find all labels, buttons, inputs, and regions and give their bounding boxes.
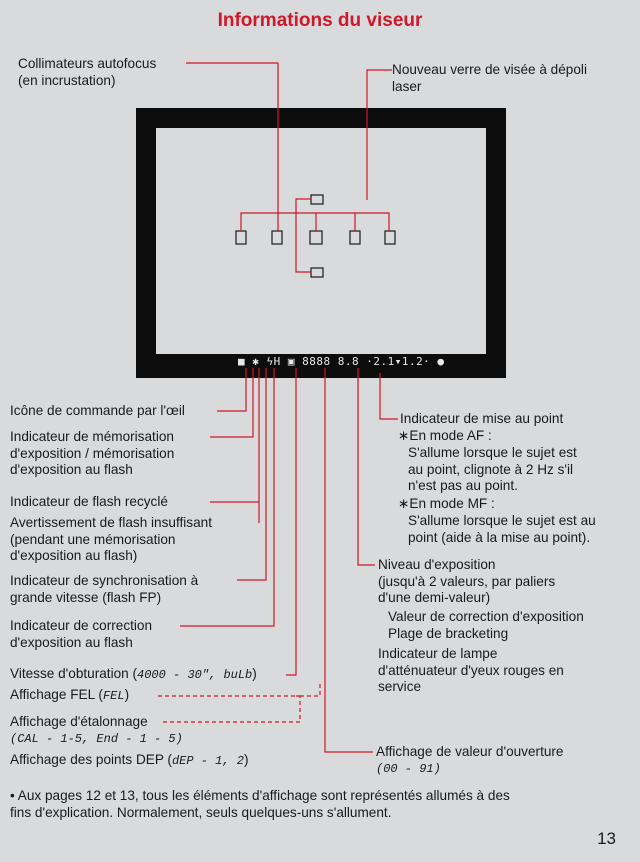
footnote: • Aux pages 12 et 13, tous les éléments … [10,788,510,820]
label-flash-ready: Indicateur de flash recyclé [10,494,168,509]
page-title: Informations du viseur [217,10,423,31]
label-focusing-screen: Nouveau verre de visée à dépoli laser [392,62,587,94]
label-aperture-code: (00 - 91) [376,762,441,776]
label-focus-mf: ∗En mode MF : [398,496,495,511]
label-shutter-speed: Vitesse d'obturation (4000 - 30", buLb) [10,666,257,682]
label-focus-af: ∗En mode AF : [398,428,492,443]
label-calibration: Affichage d'étalonnage [10,714,148,729]
af-point-left-inner [271,230,283,245]
label-exposure-comp: Valeur de correction d'exposition [388,609,584,624]
label-red-eye-lamp: Indicateur de lampe d'atténuateur d'yeux… [378,646,564,694]
label-focus-indicator: Indicateur de mise au point [400,411,564,426]
label-focus-mf-desc: S'allume lorsque le sujet est au point (… [408,513,596,545]
af-point-top [310,194,324,205]
label-exposure-level: Niveau d'exposition (jusqu'à 2 valeurs, … [378,557,556,605]
page-number: 13 [597,829,616,848]
af-point-right-outer [384,230,396,245]
viewfinder-field [156,128,486,354]
label-insufficient-flash: Avertissement de flash insuffisant (pend… [10,515,213,563]
af-point-center [309,230,323,245]
label-aperture-display: Affichage de valeur d'ouverture [376,744,564,759]
label-calibration-code: (CAL - 1-5, End - 1 - 5) [10,732,183,746]
label-ae-lock: Indicateur de mémorisation d'exposition … [10,429,175,477]
label-bracketing: Plage de bracketing [388,626,509,641]
af-point-right-inner [349,230,361,245]
viewfinder-frame: ■ ✱ ϟH ▣ 8888 8.8 ·2.1▾1.2· ● [136,108,506,378]
label-dep: Affichage des points DEP (dEP - 1, 2) [10,752,249,768]
viewfinder-lcd-display: ■ ✱ ϟH ▣ 8888 8.8 ·2.1▾1.2· ● [238,355,445,368]
label-af-points: Collimateurs autofocus (en incrustation) [18,56,157,88]
af-point-bottom [310,267,324,278]
af-point-left-outer [235,230,247,245]
label-focus-af-desc: S'allume lorsque le sujet est au point, … [408,445,577,493]
label-flash-exposure-comp: Indicateur de correction d'exposition au… [10,618,153,650]
label-eye-control-icon: Icône de commande par l'œil [10,403,185,418]
label-fel: Affichage FEL (FEL) [10,687,130,703]
label-high-speed-sync: Indicateur de synchronisation à grande v… [10,573,199,605]
